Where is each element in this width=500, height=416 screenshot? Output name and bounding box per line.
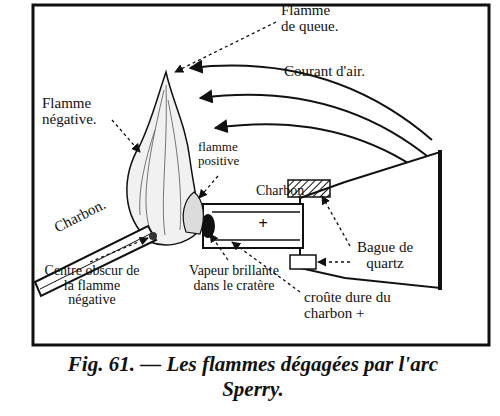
- air-current: [190, 66, 432, 178]
- positive-flame: [183, 192, 203, 234]
- positive-carbon: [203, 204, 303, 248]
- dark-centre: [149, 232, 157, 240]
- part-label: Bague de quartz: [354, 240, 416, 272]
- part-label: Flamme de queue.: [281, 3, 347, 35]
- leader-line: [90, 22, 350, 292]
- part-label: Charbon.: [52, 186, 130, 236]
- part-label: Flamme négative.: [42, 96, 114, 128]
- frame: [33, 5, 489, 345]
- part-label: Courant d'air.: [284, 64, 414, 80]
- holder: [300, 152, 440, 288]
- part-label: flamme positive: [198, 140, 256, 167]
- part-label: Centre obscur de la flamme négative: [40, 264, 144, 308]
- part-label: croûte dure du charbon +: [304, 290, 424, 322]
- part-label: Vapeur brillante dans le cratère: [180, 264, 288, 293]
- quartz-ring: [290, 255, 316, 269]
- figure-caption: Fig. 61. — Les flammes dégagées par l'ar…: [48, 352, 458, 402]
- part-label: Charbon: [256, 184, 326, 199]
- polarity-sign: +: [256, 215, 270, 233]
